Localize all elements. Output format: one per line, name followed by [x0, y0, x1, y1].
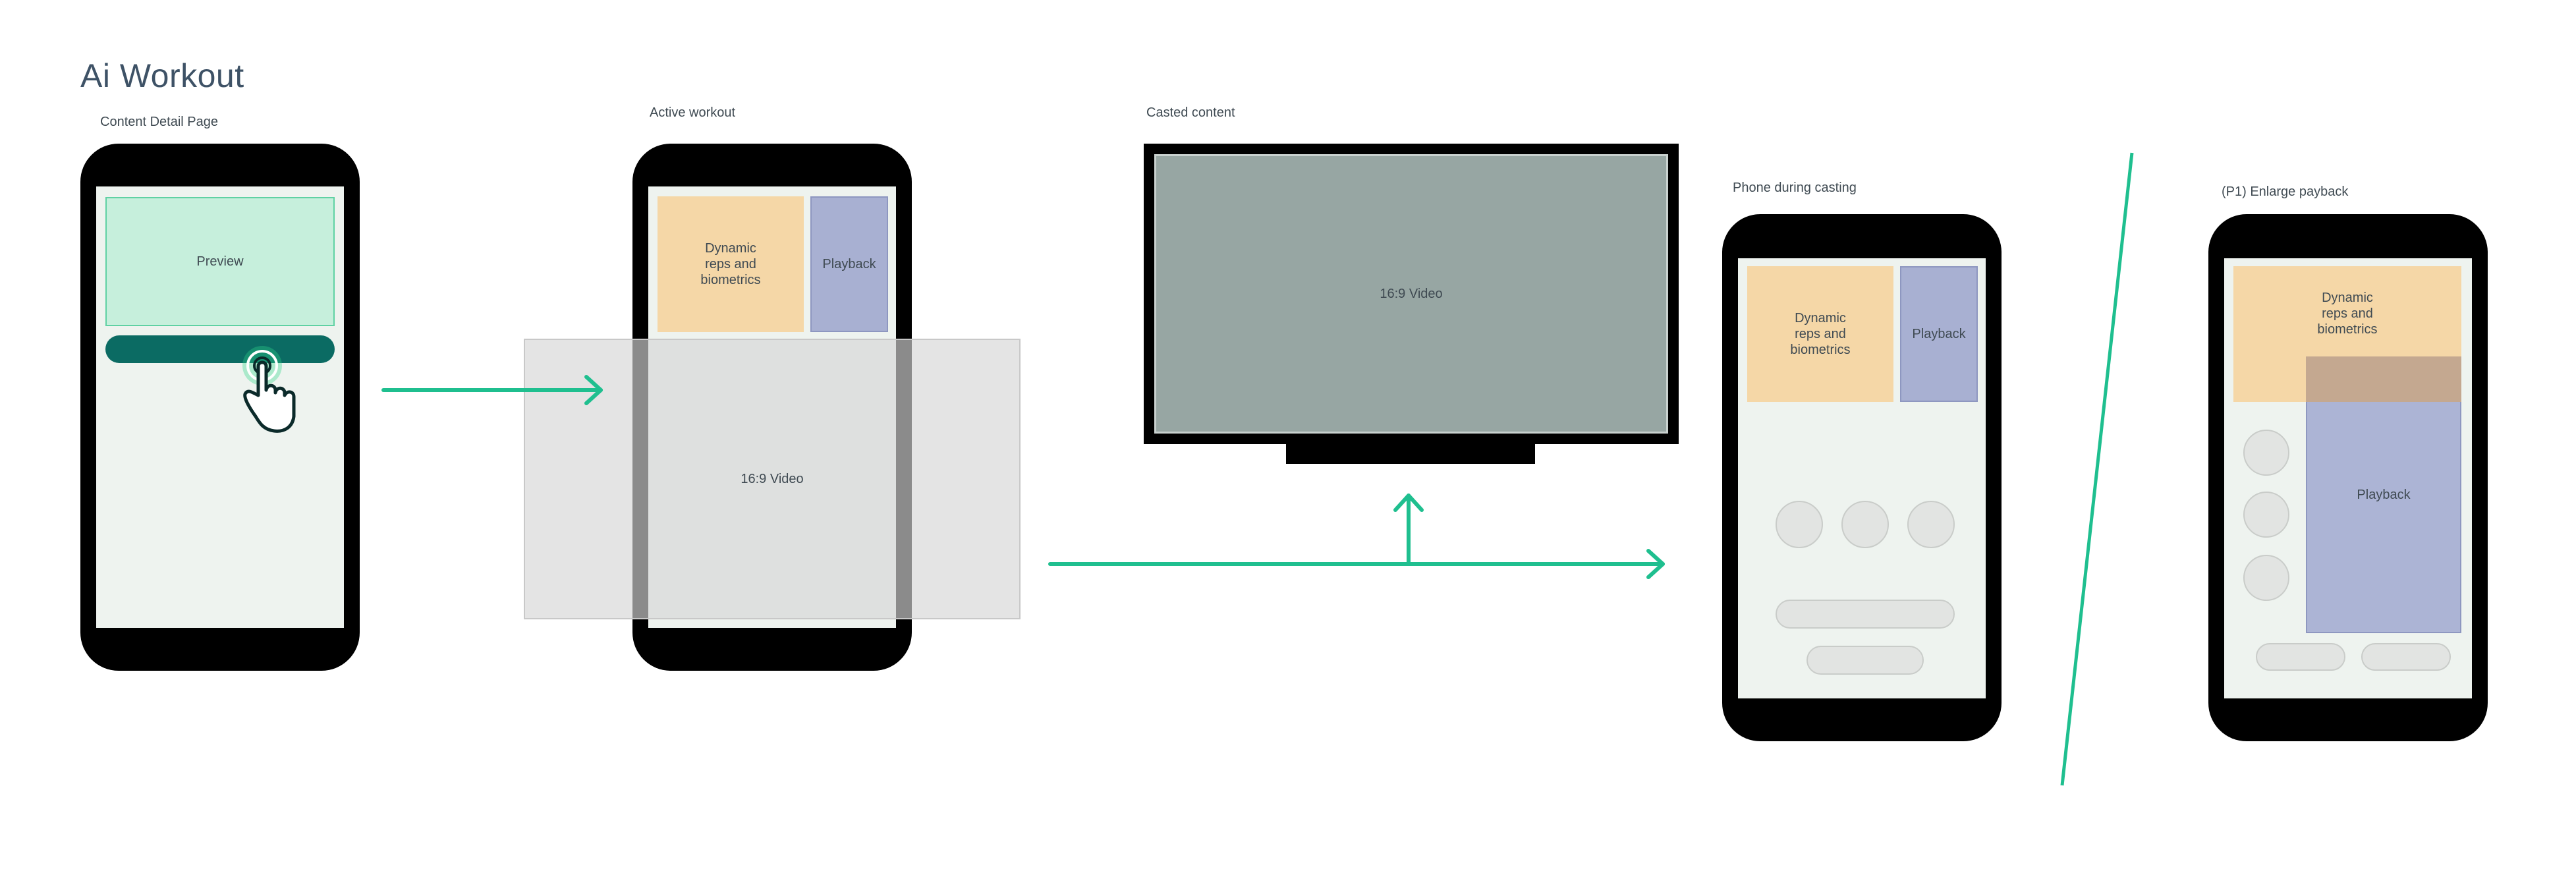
- preview-label: Preview: [196, 254, 244, 269]
- overlap-region: [2306, 356, 2461, 402]
- tv-video: 16:9 Video: [1154, 154, 1668, 434]
- arrow-right-icon: [1048, 549, 1665, 579]
- arrow-right-icon: [381, 375, 603, 405]
- arrow-up-icon: [1393, 494, 1424, 566]
- control-button-3[interactable]: [1907, 501, 1955, 548]
- control-button-1[interactable]: [1776, 501, 1823, 548]
- video-landscape-overlay: [524, 339, 1021, 619]
- enlarge-biometrics-label: Dynamic reps and biometrics: [2317, 291, 2378, 337]
- hand-pointer-icon: [242, 346, 296, 433]
- casting-playback-panel[interactable]: Playback: [1900, 266, 1978, 402]
- divider-line: [2060, 152, 2134, 786]
- enlarge-control-3[interactable]: [2243, 555, 2289, 601]
- label-phone-casting: Phone during casting: [1733, 181, 1857, 195]
- enlarge-pill-right[interactable]: [2361, 643, 2451, 671]
- label-casted-content: Casted content: [1146, 105, 1235, 120]
- video-area[interactable]: 16:9 Video: [648, 339, 896, 619]
- tv-stand: [1286, 443, 1535, 464]
- casting-biometrics-panel: Dynamic reps and biometrics: [1747, 266, 1893, 402]
- label-enlarge-playback: (P1) Enlarge payback: [2222, 184, 2349, 199]
- label-active-workout: Active workout: [650, 105, 736, 120]
- video-label: 16:9 Video: [741, 472, 804, 486]
- tv-video-label: 16:9 Video: [1380, 287, 1443, 301]
- casting-playback-label: Playback: [1912, 327, 1966, 341]
- control-button-2[interactable]: [1841, 501, 1889, 548]
- page-title: Ai Workout: [80, 57, 244, 94]
- playback-panel[interactable]: Playback: [810, 196, 888, 332]
- biometrics-panel: Dynamic reps and biometrics: [658, 196, 804, 332]
- playback-label: Playback: [822, 257, 876, 271]
- preview-panel[interactable]: Preview: [105, 197, 335, 326]
- enlarge-pill-left[interactable]: [2256, 643, 2345, 671]
- biometrics-label: Dynamic reps and biometrics: [700, 241, 761, 287]
- control-pill-narrow[interactable]: [1806, 646, 1924, 675]
- enlarge-control-1[interactable]: [2243, 430, 2289, 476]
- enlarge-control-2[interactable]: [2243, 492, 2289, 538]
- enlarge-playback-label: Playback: [2357, 488, 2411, 502]
- label-content-detail: Content Detail Page: [100, 115, 219, 129]
- control-pill-wide[interactable]: [1776, 600, 1955, 629]
- casting-biometrics-label: Dynamic reps and biometrics: [1790, 311, 1851, 357]
- start-workout-button[interactable]: [105, 335, 335, 363]
